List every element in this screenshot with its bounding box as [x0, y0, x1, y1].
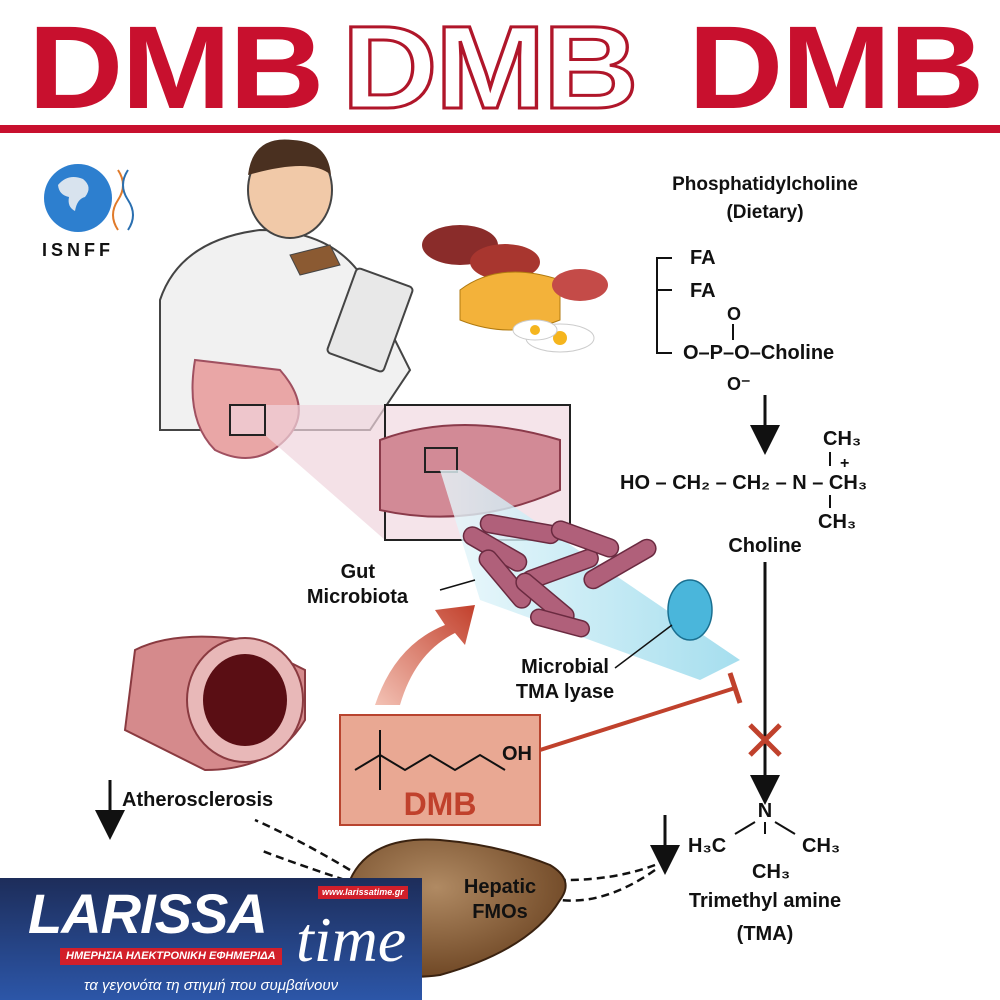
title-dmb-left: DMB: [28, 2, 325, 134]
choline-label: Choline: [728, 535, 801, 557]
tma-h3c: H₃C: [688, 835, 726, 857]
ch3-top: CH₃: [823, 428, 861, 450]
lyase-label-1: Microbial: [521, 656, 609, 678]
gut-label-1: Gut: [341, 561, 376, 583]
red-curved-arrow: [375, 605, 475, 705]
isnff-text: ISNFF: [42, 240, 114, 260]
choline-formula: HO – CH₂ – CH₂ – N – CH₃: [620, 472, 867, 494]
logo-brand: LARISSA: [28, 882, 268, 945]
title-dmb-center: DMB: [340, 2, 640, 134]
phosphate-chain: O–P–O–Choline: [683, 342, 834, 364]
logo-url[interactable]: www.larissatime.gr: [318, 886, 408, 899]
title-dmb-right: DMB: [688, 2, 985, 134]
o-double: O: [727, 304, 741, 324]
oh-label: OH: [502, 743, 532, 765]
inhibition-line: [539, 686, 736, 752]
header-divider: [0, 125, 1000, 133]
gut-microbiota: [440, 470, 740, 680]
phosphatidylcholine-label: Phosphatidylcholine: [672, 174, 858, 195]
chemistry-pathway: Phosphatidylcholine (Dietary) FA FA O O–…: [620, 174, 867, 945]
man-illustration: [159, 139, 414, 459]
o-minus: O⁻: [727, 374, 751, 394]
artery-illustration: [123, 635, 306, 772]
fa-1: FA: [690, 247, 716, 269]
tma-abbr: (TMA): [737, 923, 794, 945]
lyase-label-2: TMA lyase: [516, 681, 614, 703]
dmb-box: OH DMB: [339, 714, 541, 826]
fa-2: FA: [690, 280, 716, 302]
inhibition-bar: [727, 672, 743, 704]
plus-charge: +: [840, 455, 849, 472]
food-illustration: [422, 225, 608, 353]
dmb-label: DMB: [404, 786, 477, 822]
tma-ch3-bottom: CH₃: [752, 861, 790, 883]
tma-ch3-right: CH₃: [802, 835, 840, 857]
header-banner: DMB DMB DMB: [0, 0, 1000, 135]
fmos-label: FMOs: [472, 901, 528, 923]
atherosclerosis-label: Atherosclerosis: [122, 789, 273, 811]
ch3-bottom: CH₃: [818, 511, 856, 533]
logo-slogan: τα γεγονότα τη στιγμή που συμβαίνουν: [83, 977, 339, 994]
logo-subtitle: ΗΜΕΡΗΣΙΑ ΗΛΕΚΤΡΟΝΙΚΗ ΕΦΗΜΕΡΙΔΑ: [60, 948, 282, 965]
blocked-x-icon: [748, 723, 782, 757]
hepatic-label: Hepatic: [464, 876, 536, 898]
dietary-label: (Dietary): [726, 202, 803, 223]
tma-n: N: [758, 800, 772, 822]
gut-label-2: Microbiota: [307, 586, 409, 608]
larissatime-logo[interactable]: LARISSA time www.larissatime.gr ΗΜΕΡΗΣΙΑ…: [0, 878, 422, 1000]
isnff-logo: ISNFF: [42, 164, 134, 260]
tma-name: Trimethyl amine: [689, 890, 841, 912]
tma-lyase-enzyme: [667, 579, 713, 641]
logo-time: time: [296, 904, 407, 975]
dashed-arrows: [254, 818, 656, 902]
